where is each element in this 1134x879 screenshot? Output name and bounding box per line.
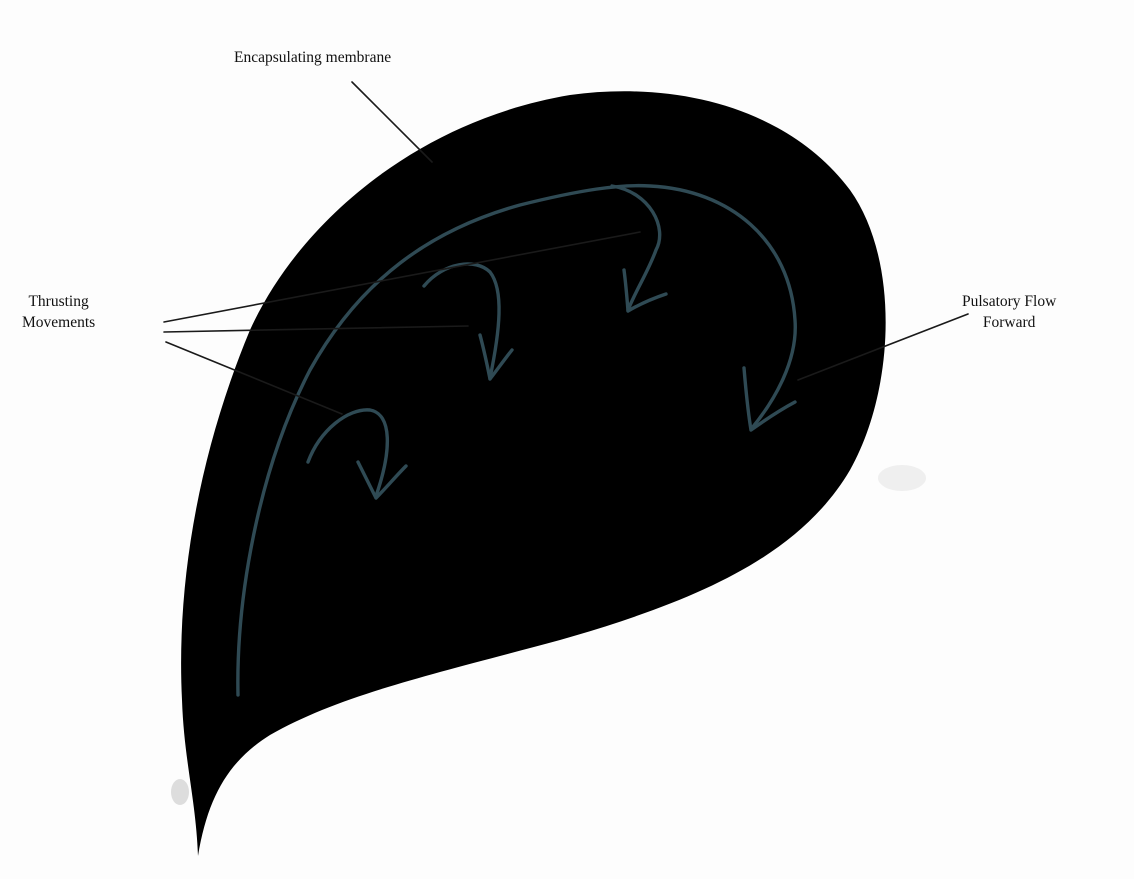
label-encapsulating-membrane-text: Encapsulating membrane <box>234 47 391 68</box>
label-pulsatory-line1: Pulsatory Flow <box>962 291 1056 312</box>
label-thrusting-line2: Movements <box>22 312 95 333</box>
smudge-mark <box>878 465 926 491</box>
leader-line-membrane <box>352 82 432 162</box>
label-thrusting-movements: Thrusting Movements <box>22 291 95 333</box>
label-thrusting-line1: Thrusting <box>22 291 95 312</box>
label-pulsatory-line2: Forward <box>962 312 1056 333</box>
encapsulating-membrane-outline <box>181 91 886 856</box>
smudge-mark <box>171 779 189 805</box>
label-encapsulating-membrane: Encapsulating membrane <box>234 47 391 68</box>
label-pulsatory-flow-forward: Pulsatory Flow Forward <box>962 291 1056 333</box>
